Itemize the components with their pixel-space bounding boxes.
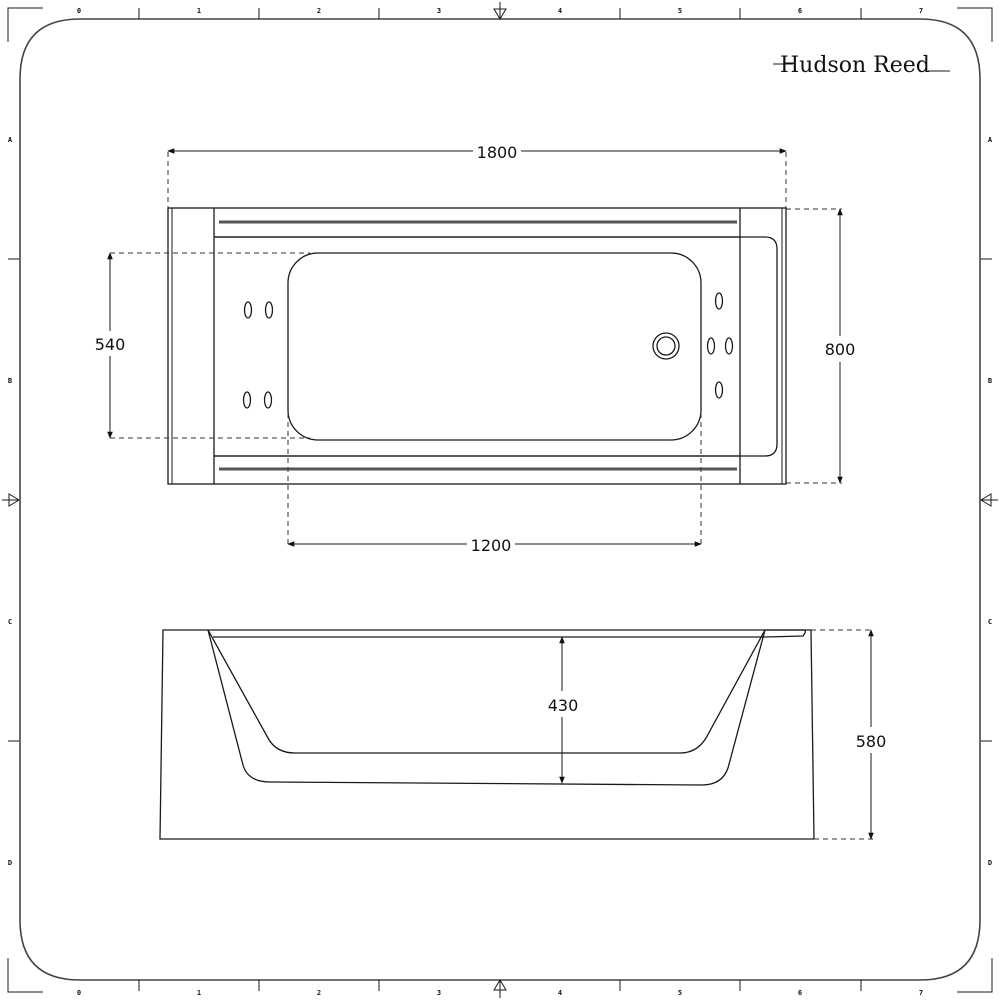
svg-text:C: C [8, 618, 12, 626]
svg-text:D: D [988, 859, 992, 867]
svg-text:7: 7 [919, 7, 923, 15]
svg-text:7: 7 [919, 989, 923, 997]
side-view: 430 580 [159, 629, 887, 840]
svg-text:1: 1 [197, 989, 201, 997]
centre-mark-icon [980, 493, 998, 507]
right-ruler [980, 258, 998, 742]
svg-text:5: 5 [678, 989, 682, 997]
waste-outlet-icon [652, 332, 680, 360]
svg-text:4: 4 [558, 989, 562, 997]
dimension-overall-height: 580 [811, 629, 887, 840]
svg-text:2: 2 [317, 7, 321, 15]
svg-text:1200: 1200 [471, 536, 512, 555]
svg-text:0: 0 [77, 989, 81, 997]
svg-text:C: C [988, 618, 992, 626]
svg-text:B: B [8, 377, 12, 385]
dimension-basin-length: 1200 [287, 413, 702, 555]
ruler-labels: 0 1 2 3 4 5 6 7 0 1 2 3 4 5 6 7 A B C D … [8, 7, 993, 997]
svg-text:A: A [988, 136, 993, 144]
svg-text:D: D [8, 859, 12, 867]
svg-text:4: 4 [558, 7, 562, 15]
bottom-ruler [138, 979, 862, 998]
svg-text:430: 430 [548, 696, 579, 715]
svg-text:800: 800 [825, 340, 856, 359]
plan-view: 1800 800 540 1200 [95, 143, 856, 555]
svg-text:6: 6 [798, 7, 802, 15]
svg-text:B: B [988, 377, 992, 385]
bath-basin [287, 252, 702, 441]
centre-mark-icon [493, 979, 507, 998]
dimension-overall-width: 800 [786, 208, 856, 484]
svg-text:1800: 1800 [477, 143, 518, 162]
top-ruler [138, 2, 862, 20]
dimension-overall-length: 1800 [167, 143, 787, 208]
dimension-bath-depth: 430 [548, 636, 579, 784]
brand-logo: Hudson Reed [773, 53, 950, 78]
svg-text:3: 3 [437, 989, 441, 997]
whirlpool-jets-left [242, 301, 274, 409]
svg-text:580: 580 [856, 732, 887, 751]
svg-text:0: 0 [77, 7, 81, 15]
svg-text:540: 540 [95, 335, 126, 354]
whirlpool-jets-right [706, 292, 734, 399]
left-ruler [2, 258, 20, 742]
svg-text:6: 6 [798, 989, 802, 997]
centre-mark-icon [2, 493, 20, 507]
svg-text:Hudson Reed: Hudson Reed [780, 53, 930, 78]
svg-text:5: 5 [678, 7, 682, 15]
svg-text:3: 3 [437, 7, 441, 15]
svg-text:A: A [8, 136, 13, 144]
svg-text:2: 2 [317, 989, 321, 997]
dimension-basin-width: 540 [95, 252, 310, 439]
svg-text:1: 1 [197, 7, 201, 15]
centre-mark-icon [493, 2, 507, 20]
